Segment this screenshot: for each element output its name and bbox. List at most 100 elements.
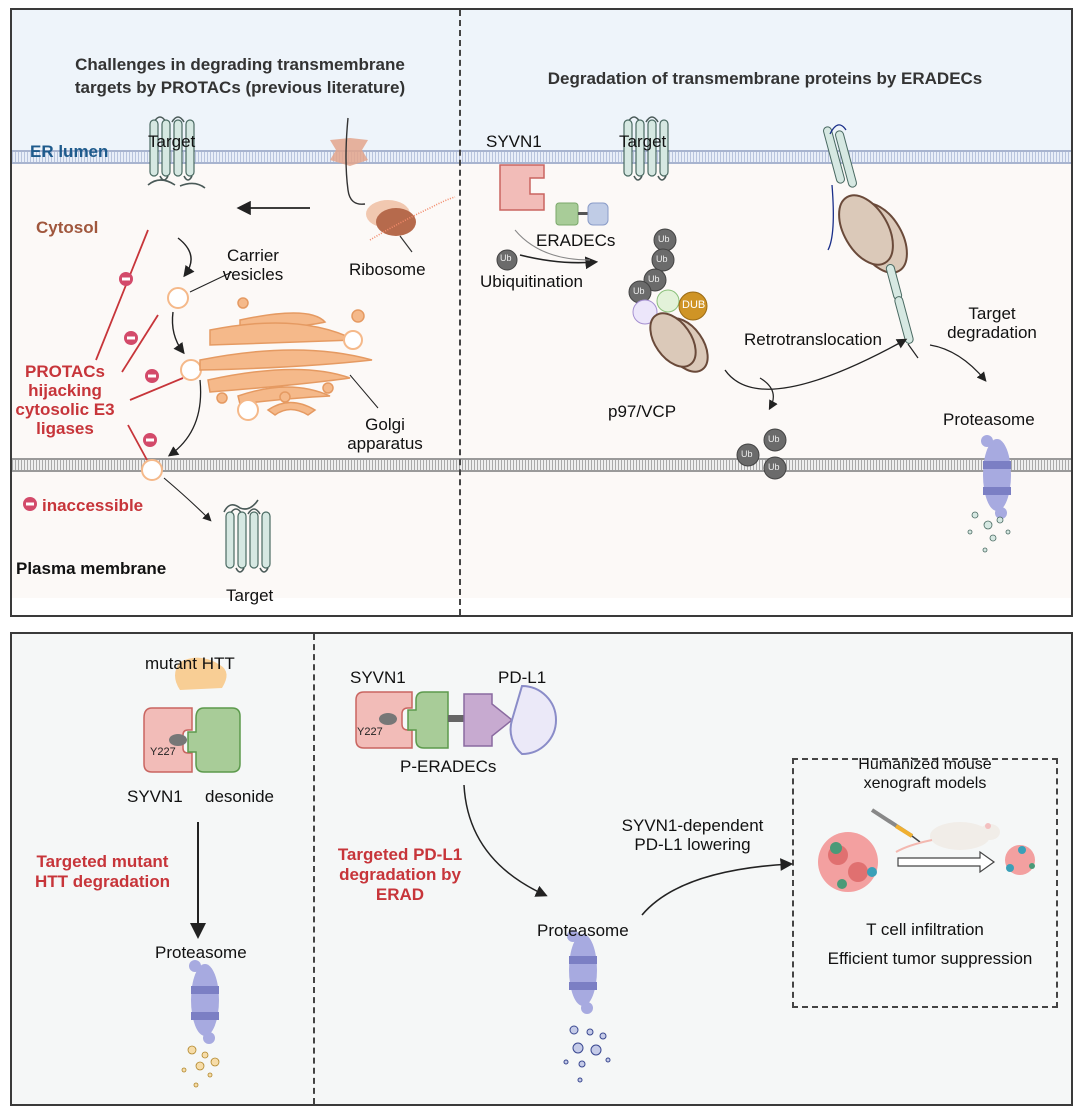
target-degradation-label-2: degradation	[947, 323, 1037, 342]
mutant-htt-label: mutant HTT	[145, 654, 235, 673]
inhibit-icon	[145, 369, 159, 383]
translocon-icon	[330, 138, 368, 166]
cofactor-icon	[632, 299, 658, 325]
eradec-warhead-icon	[555, 202, 579, 226]
targeted-pdl1-label-3: ERAD	[375, 885, 425, 904]
retrotranslocation-p97-icon	[838, 194, 908, 274]
target-label: Target	[619, 132, 667, 151]
mutant-htt-icon	[175, 657, 227, 690]
target-protein-pm-icon	[225, 508, 271, 573]
y227-label: Y227	[150, 746, 176, 758]
ub-label: Ub	[658, 234, 670, 244]
bottom-panel-divider	[313, 634, 315, 1104]
ub-label: Ub	[648, 274, 660, 284]
pdl1-binder-icon	[463, 693, 514, 747]
syvn1-label: SYVN1	[350, 668, 406, 687]
p97-vcp-label: p97/VCP	[608, 402, 677, 421]
xenograft-model-box	[792, 758, 1058, 1008]
syvn1-icon	[143, 707, 193, 773]
golgi-label-1: Golgi	[365, 415, 405, 434]
protac-inhibition-lines	[95, 229, 184, 461]
lowering-label-2: PD-L1 lowering	[634, 835, 751, 854]
y227-label: Y227	[357, 726, 383, 738]
plasma-membrane-label: Plasma membrane	[16, 559, 167, 578]
eradec-ligand-icon	[587, 202, 609, 226]
carrier-vesicle-icon	[167, 287, 189, 309]
ub-label: Ub	[500, 253, 512, 263]
free-ubiquitin-cluster	[736, 428, 787, 480]
target-top-label: Target	[148, 132, 196, 151]
inaccessible-legend-label: inaccessible	[42, 496, 144, 515]
target-degradation-label-1: Target	[968, 304, 1016, 323]
targeted-pdl1-label-1: Targeted PD-L1	[337, 845, 463, 864]
inhibit-icon	[119, 272, 133, 286]
peptide-fragments	[181, 1045, 220, 1088]
top-panel-divider	[459, 10, 461, 615]
proteasome-label: Proteasome	[155, 943, 247, 962]
pdl1-icon	[509, 684, 557, 756]
pdl1-label: PD-L1	[498, 668, 547, 687]
right-title: Degradation of transmembrane proteins by…	[547, 69, 983, 88]
ub-label: Ub	[768, 434, 780, 444]
t-cell-infiltration-label: T cell infiltration	[866, 920, 984, 939]
ub-label: Ub	[741, 449, 753, 459]
inhibit-icon	[124, 331, 138, 345]
retrotranslocation-label: Retrotranslocation	[744, 330, 882, 349]
hollow-arrow-icon	[897, 850, 996, 874]
ubiquitination-label: Ubiquitination	[480, 272, 584, 291]
plasma-membrane	[12, 458, 1071, 472]
desonide-icon	[187, 707, 241, 773]
syvn1-label: SYVN1	[486, 132, 542, 151]
proteasome-icon	[567, 930, 597, 1014]
syvn1-icon	[499, 164, 545, 211]
protacs-label-3: cytosolic E3	[15, 400, 115, 419]
ubiquitin-icon	[496, 249, 518, 271]
targeted-htt-label-2: HTT degradation	[34, 872, 171, 891]
target-bottom-label: Target	[226, 586, 274, 605]
tumor-large-icon	[818, 832, 878, 892]
left-title-line2: targets by PROTACs (previous literature)	[74, 78, 406, 97]
er-membrane	[12, 150, 1071, 164]
extracellular-region	[12, 598, 1071, 615]
ribosome-label: Ribosome	[349, 260, 426, 279]
syringe-icon	[870, 808, 921, 843]
er-lumen-label: ER lumen	[30, 142, 109, 161]
cytosol-label: Cytosol	[36, 218, 99, 237]
eradec-warhead-icon	[407, 691, 449, 749]
p-eradecs-label: P-ERADECs	[400, 757, 497, 776]
desonide-label: desonide	[205, 787, 275, 806]
ub-label: Ub	[656, 254, 668, 264]
protacs-label-2: hijacking	[28, 381, 102, 400]
y227-residue-icon	[379, 713, 397, 725]
carrier-vesicles-label-2: vesicles	[222, 265, 284, 284]
lowering-label-1: SYVN1-dependent	[621, 816, 764, 835]
y227-residue-icon	[169, 734, 187, 746]
carrier-vesicles-label-1: Carrier	[227, 246, 279, 265]
tumor-suppression-label: Efficient tumor suppression	[827, 949, 1033, 968]
ub-label: Ub	[768, 462, 780, 472]
golgi-label-2: apparatus	[347, 434, 423, 453]
left-title-line1: Challenges in degrading transmembrane	[75, 55, 405, 74]
proteasome-icon	[189, 960, 219, 1044]
targeted-htt-label-1: Targeted mutant	[36, 852, 169, 871]
p97-vcp-icon	[649, 312, 709, 373]
targeted-pdl1-label-2: degradation by	[339, 865, 461, 884]
protacs-label-1: PROTACs	[25, 362, 105, 381]
inhibit-icon	[143, 433, 157, 447]
xenograft-title-2: xenograft models	[863, 775, 987, 792]
ub-label: Ub	[633, 286, 645, 296]
ubiquitin-chain	[628, 228, 677, 304]
legend-inhibit-icon	[23, 497, 37, 511]
protacs-label-4: ligases	[36, 419, 94, 438]
dub-icon	[678, 291, 708, 321]
dub-label: DUB	[682, 299, 706, 311]
mouse-icon	[895, 822, 1000, 853]
syvn1-label: SYVN1	[127, 787, 183, 806]
proteasome-label: Proteasome	[943, 410, 1035, 429]
tumor-small-icon	[1005, 845, 1035, 875]
proteasome-label: Proteasome	[537, 921, 629, 940]
peptide-fragments	[563, 1025, 611, 1083]
golgi-apparatus-icon	[199, 297, 373, 416]
proteasome-icon	[981, 435, 1011, 519]
